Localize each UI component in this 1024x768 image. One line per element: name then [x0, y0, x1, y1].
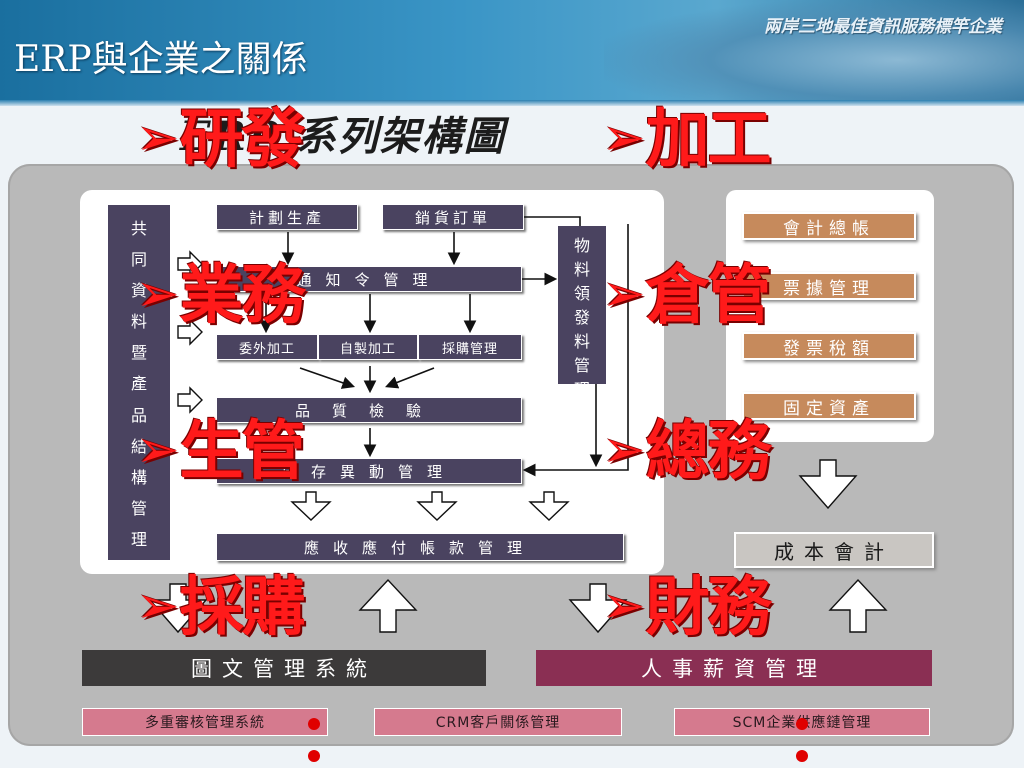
header-banner: ERP與企業之關係 兩岸三地最佳資訊服務標竿企業	[0, 0, 1024, 100]
invoice-tax-box: 發票稅額	[742, 332, 916, 360]
header-divider	[0, 100, 1024, 106]
vertical-char: 共	[130, 218, 147, 238]
arrow-bullet-icon: ➢	[136, 264, 180, 324]
general-ledger-box: 會計總帳	[742, 212, 916, 240]
inventory-box: 庫存異動管理	[216, 458, 522, 484]
vertical-char: 結	[130, 436, 147, 456]
vertical-char: 產	[130, 374, 147, 394]
order-management-box: 通知令管理	[216, 266, 522, 292]
common-data-box: 共 同 資 料 暨 產 品 結 構 管 理	[108, 205, 170, 560]
vertical-char: 構	[130, 467, 147, 487]
cost-accounting-box: 成本會計	[734, 532, 934, 568]
vertical-char: 料	[130, 312, 147, 332]
bullet-dot	[796, 750, 808, 762]
overlay-production-text: 生管	[179, 415, 306, 489]
arrow-bullet-icon: ➢	[136, 108, 180, 168]
bullet-dot	[308, 718, 320, 730]
overlay-warehouse: ➢倉管	[602, 244, 772, 336]
receivable-payable-box: 應收應付帳款管理	[216, 533, 624, 561]
sales-order-box: 銷貨訂單	[382, 204, 524, 230]
vertical-char: 料	[573, 260, 590, 279]
arrow-bullet-icon: ➢	[136, 576, 180, 636]
overlay-rd: ➢研發	[136, 88, 306, 180]
overlay-production: ➢生管	[136, 400, 306, 492]
arrow-bullet-icon: ➢	[136, 420, 180, 480]
overlay-process-text: 加工	[645, 103, 772, 177]
overlay-warehouse-text: 倉管	[645, 259, 772, 333]
overlay-finance: ➢財務	[602, 556, 772, 648]
purchase-management-box: 採購管理	[418, 334, 522, 360]
overlay-general: ➢總務	[602, 400, 772, 492]
overlay-finance-text: 財務	[645, 571, 772, 645]
overlay-purchase-text: 採購	[179, 571, 306, 645]
document-management-bar: 圖文管理系統	[82, 650, 486, 686]
quality-check-box: 品質檢驗	[216, 397, 522, 423]
plan-production-box: 計劃生產	[216, 204, 358, 230]
overlay-general-text: 總務	[645, 415, 772, 489]
vertical-char: 料	[573, 332, 590, 351]
multi-approval-bar: 多重審核管理系統	[82, 708, 328, 736]
overlay-purchase: ➢採購	[136, 556, 306, 648]
vertical-char: 理	[130, 530, 147, 550]
arrow-bullet-icon: ➢	[602, 264, 646, 324]
fixed-assets-box: 固定資產	[742, 392, 916, 420]
vertical-char: 物	[573, 236, 590, 255]
vertical-char: 品	[130, 405, 147, 425]
vertical-char: 資	[130, 280, 147, 300]
material-issue-box: 物 料 領 發 料 管 理	[558, 226, 606, 399]
vertical-char: 同	[130, 249, 147, 269]
vertical-char: 理	[573, 380, 590, 399]
satellite-graphic	[604, 0, 1024, 100]
page-title: ERP與企業之關係	[14, 39, 308, 80]
header-slogan: 兩岸三地最佳資訊服務標竿企業	[764, 17, 1002, 37]
vertical-char: 管	[573, 356, 590, 375]
vertical-char: 管	[130, 499, 147, 519]
vertical-char: 暨	[130, 343, 147, 363]
hr-payroll-bar: 人事薪資管理	[536, 650, 932, 686]
vertical-char: 發	[573, 308, 590, 327]
bullet-dot	[308, 750, 320, 762]
overlay-business: ➢業務	[136, 244, 306, 336]
arrow-bullet-icon: ➢	[602, 108, 646, 168]
overlay-rd-text: 研發	[179, 103, 306, 177]
notes-management-box: 票據管理	[742, 272, 916, 300]
self-made-box: 自製加工	[318, 334, 418, 360]
arrow-bullet-icon: ➢	[602, 420, 646, 480]
bullet-dot	[796, 718, 808, 730]
crm-bar: CRM客戶關係管理	[374, 708, 622, 736]
overlay-business-text: 業務	[179, 259, 306, 333]
outsource-box: 委外加工	[216, 334, 318, 360]
overlay-process: ➢加工	[602, 88, 772, 180]
arrow-bullet-icon: ➢	[602, 576, 646, 636]
vertical-char: 領	[573, 284, 590, 303]
